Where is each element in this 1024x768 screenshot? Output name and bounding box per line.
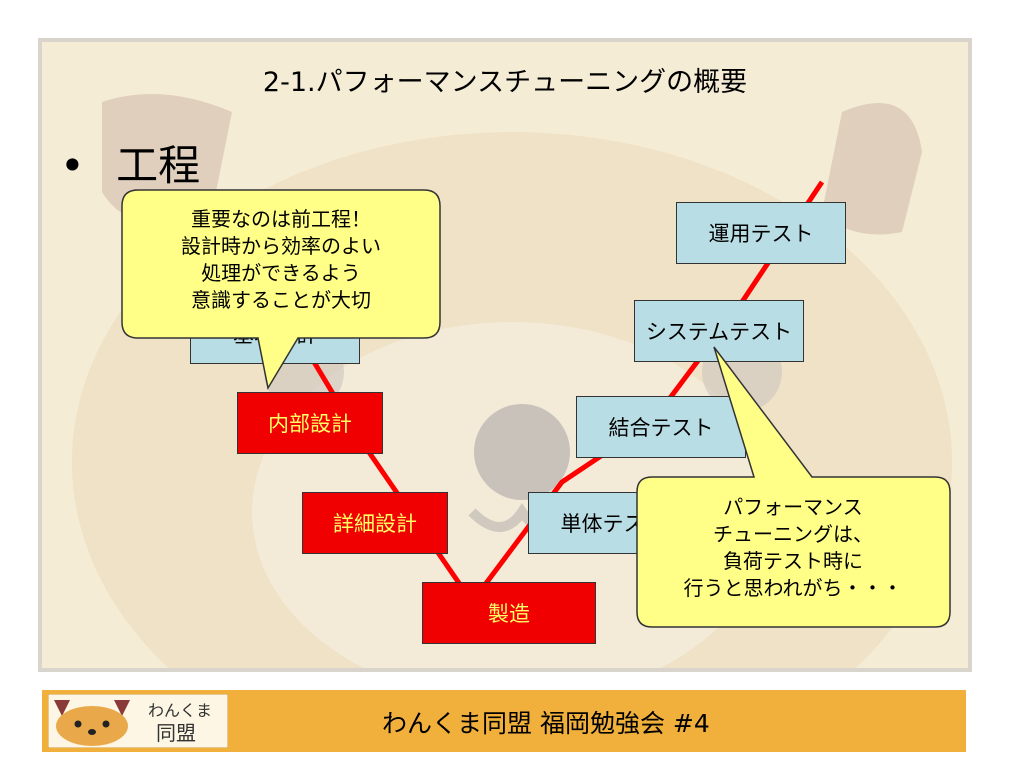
callout-line: 処理ができるよう <box>201 261 361 285</box>
box-label: システムテスト <box>645 320 793 344</box>
callout-line: 行うと思われがち・・・ <box>683 576 903 600</box>
box-detail-design: 詳細設計 <box>302 492 448 554</box>
bullet-item: • 工程 <box>60 132 200 193</box>
box-internal-design: 内部設計 <box>237 392 383 454</box>
slide-title: 2-1.パフォーマンスチューニングの概要 <box>262 67 748 98</box>
box-label: 詳細設計 <box>333 512 417 536</box>
wankuma-logo: わんくま 同盟 <box>48 694 228 748</box>
callout-line: 負荷テスト時に <box>723 549 863 573</box>
callout-line: チューニングは、 <box>713 522 873 546</box>
logo-text-line2: 同盟 <box>156 721 196 745</box>
left-callout-bubble <box>121 189 441 391</box>
box-label: 内部設計 <box>268 412 352 436</box>
slide: 2-1.パフォーマンスチューニングの概要 • 工程 基本設計 内部設計 詳細設計… <box>42 42 968 668</box>
footer-bar: わんくま 同盟 わんくま同盟 福岡勉強会 #4 <box>42 690 966 752</box>
right-callout-text: パフォーマンス チューニングは、 負荷テスト時に 行うと思われがち・・・ <box>640 494 946 602</box>
bullet-symbol: • <box>60 141 85 190</box>
callout-shapes <box>121 189 951 628</box>
box-label: 結合テスト <box>608 416 714 440</box>
callout-line: 重要なのは前工程！ <box>191 207 371 231</box>
right-callout-bubble <box>636 346 951 628</box>
left-callout-text: 重要なのは前工程！ 設計時から効率のよい 処理ができるよう 意識することが大切 <box>126 206 436 314</box>
footer-title: わんくま同盟 福岡勉強会 #4 <box>382 709 710 738</box>
box-operation-test: 運用テスト <box>676 202 846 264</box>
box-integration-test: 結合テスト <box>576 396 746 458</box>
box-system-test: システムテスト <box>634 300 804 362</box>
callout-line: パフォーマンス <box>723 495 863 519</box>
slide-frame: 2-1.パフォーマンスチューニングの概要 • 工程 基本設計 内部設計 詳細設計… <box>38 38 972 672</box>
logo-text-line1: わんくま <box>148 701 212 720</box>
callout-line: 意識することが大切 <box>191 288 371 312</box>
box-label: 運用テスト <box>708 222 814 246</box>
bullet-label: 工程 <box>116 141 201 190</box>
box-manufacturing: 製造 <box>422 582 596 644</box>
callout-line: 設計時から効率のよい <box>181 234 381 258</box>
box-label: 製造 <box>488 602 530 626</box>
